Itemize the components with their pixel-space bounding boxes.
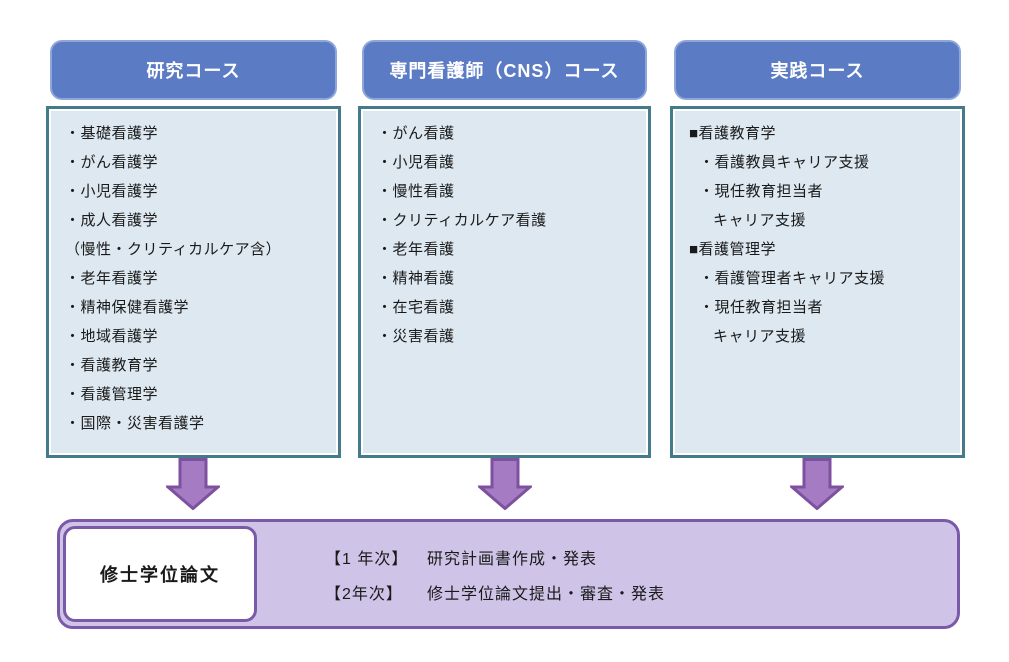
course-list-item: ・クリティカルケア看護	[377, 212, 547, 229]
course-list-item: ・がん看護学	[65, 154, 159, 171]
course-list-item: ・在宅看護	[377, 299, 455, 316]
course-list-item: ・慢性看護	[377, 183, 455, 200]
course-list-item: キャリア支援	[713, 212, 807, 229]
schedule-line-year2: 【2年次】 修士学位論文提出・審査・発表	[325, 580, 947, 604]
course-list-practice: ■看護教育学 ・看護教員キャリア支援 ・現任教育担当者 キャリア支援 ■看護管理…	[689, 119, 954, 351]
schedule-text: 研究計画書作成・発表	[427, 550, 598, 568]
course-list-item: ■看護管理学	[689, 241, 777, 258]
course-list-item: ・精神看護	[377, 270, 455, 287]
course-list-item: ・小児看護	[377, 154, 455, 171]
course-list-item: ・精神保健看護学	[65, 299, 190, 316]
course-list-item: ・看護教員キャリア支援	[699, 154, 870, 171]
thesis-schedule: 【1 年次】 研究計画書作成・発表 【2年次】 修士学位論文提出・審査・発表	[325, 522, 947, 626]
down-arrow-icon	[166, 458, 220, 510]
course-body-research: ・基礎看護学 ・がん看護学 ・小児看護学 ・成人看護学 （慢性・クリティカルケア…	[46, 106, 341, 458]
schedule-text: 修士学位論文提出・審査・発表	[427, 585, 666, 603]
course-column-practice: 実践コース ■看護教育学 ・看護教員キャリア支援 ・現任教育担当者 キャリア支援…	[670, 40, 965, 458]
course-list-item: ・災害看護	[377, 328, 455, 345]
course-list-cns: ・がん看護 ・小児看護 ・慢性看護 ・クリティカルケア看護 ・老年看護 ・精神看…	[377, 119, 640, 351]
down-arrow-icon	[478, 458, 532, 510]
schedule-year: 【2年次】	[325, 585, 403, 603]
course-list-item: ・看護教育学	[65, 357, 159, 374]
thesis-bar: 修士学位論文 【1 年次】 研究計画書作成・発表 【2年次】 修士学位論文提出・…	[57, 519, 960, 629]
course-list-item: ・国際・災害看護学	[65, 415, 205, 432]
course-list-item: ■看護教育学	[689, 125, 777, 142]
down-arrow-icon	[790, 458, 844, 510]
course-list-item: （慢性・クリティカルケア含）	[65, 241, 282, 258]
course-list-item: ・小児看護学	[65, 183, 159, 200]
course-body-cns: ・がん看護 ・小児看護 ・慢性看護 ・クリティカルケア看護 ・老年看護 ・精神看…	[358, 106, 651, 458]
course-list-item: ・看護管理者キャリア支援	[699, 270, 886, 287]
course-body-practice: ■看護教育学 ・看護教員キャリア支援 ・現任教育担当者 キャリア支援 ■看護管理…	[670, 106, 965, 458]
thesis-label: 修士学位論文	[100, 565, 220, 585]
course-list-item: ・地域看護学	[65, 328, 159, 345]
course-list-item: ・成人看護学	[65, 212, 159, 229]
course-list-item: ・老年看護学	[65, 270, 159, 287]
schedule-year: 【1 年次】	[325, 550, 409, 568]
course-list-item: ・看護管理学	[65, 386, 159, 403]
course-header-research: 研究コース	[50, 40, 337, 100]
course-list-item: ・基礎看護学	[65, 125, 159, 142]
course-header-cns: 専門看護師（CNS）コース	[362, 40, 647, 100]
course-list-item: ・現任教育担当者	[699, 299, 824, 316]
schedule-line-year1: 【1 年次】 研究計画書作成・発表	[325, 545, 947, 569]
course-header-practice: 実践コース	[674, 40, 961, 100]
thesis-label-box: 修士学位論文	[63, 526, 257, 622]
course-list-item: ・老年看護	[377, 241, 455, 258]
course-list-research: ・基礎看護学 ・がん看護学 ・小児看護学 ・成人看護学 （慢性・クリティカルケア…	[65, 119, 330, 438]
course-column-cns: 専門看護師（CNS）コース ・がん看護 ・小児看護 ・慢性看護 ・クリティカルケ…	[358, 40, 651, 458]
course-list-item: キャリア支援	[713, 328, 807, 345]
course-column-research: 研究コース ・基礎看護学 ・がん看護学 ・小児看護学 ・成人看護学 （慢性・クリ…	[46, 40, 341, 458]
course-list-item: ・現任教育担当者	[699, 183, 824, 200]
course-list-item: ・がん看護	[377, 125, 455, 142]
